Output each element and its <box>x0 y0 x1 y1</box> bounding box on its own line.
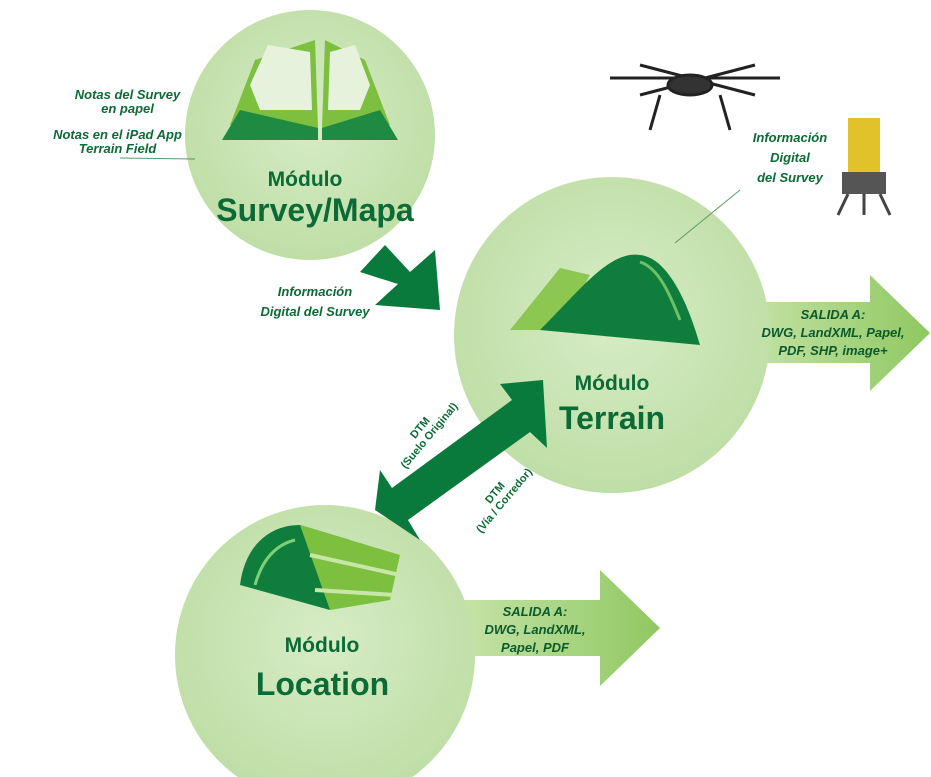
survey-module-label: Módulo <box>267 168 343 191</box>
open-book-icon <box>222 40 398 140</box>
survey-to-terrain-label: Información Digital del Survey <box>260 284 370 319</box>
dtm-double-arrow <box>375 380 547 540</box>
terrain-module-label: Módulo <box>574 372 650 395</box>
ipad-notes-label: Notas en el iPad App Terrain Field <box>53 127 182 156</box>
survey-to-terrain-arrow <box>360 245 440 310</box>
total-station-icon <box>836 118 892 216</box>
terrain-output-arrow <box>745 275 930 391</box>
ipad-notes-pointer <box>119 157 196 160</box>
location-module-name: Location <box>255 666 390 702</box>
road-corridor-icon <box>240 525 401 610</box>
terrain-module-name: Terrain <box>558 400 666 436</box>
device-info-label: Información Digital del Survey <box>752 130 828 185</box>
location-output-arrow <box>462 570 660 686</box>
survey-module-name: Survey/Mapa <box>216 192 414 228</box>
device-info-pointer <box>674 189 741 244</box>
paper-notes-label: Notas del Survey en papel <box>74 87 181 116</box>
location-output-label: SALIDA A: DWG, LandXML, Papel, PDF <box>484 604 586 655</box>
terrain-output-label: SALIDA A: DWG, LandXML, Papel, PDF, SHP,… <box>761 307 905 358</box>
drone-icon <box>610 63 780 131</box>
location-module-label: Módulo <box>284 634 360 657</box>
mountain-icon <box>510 254 700 345</box>
